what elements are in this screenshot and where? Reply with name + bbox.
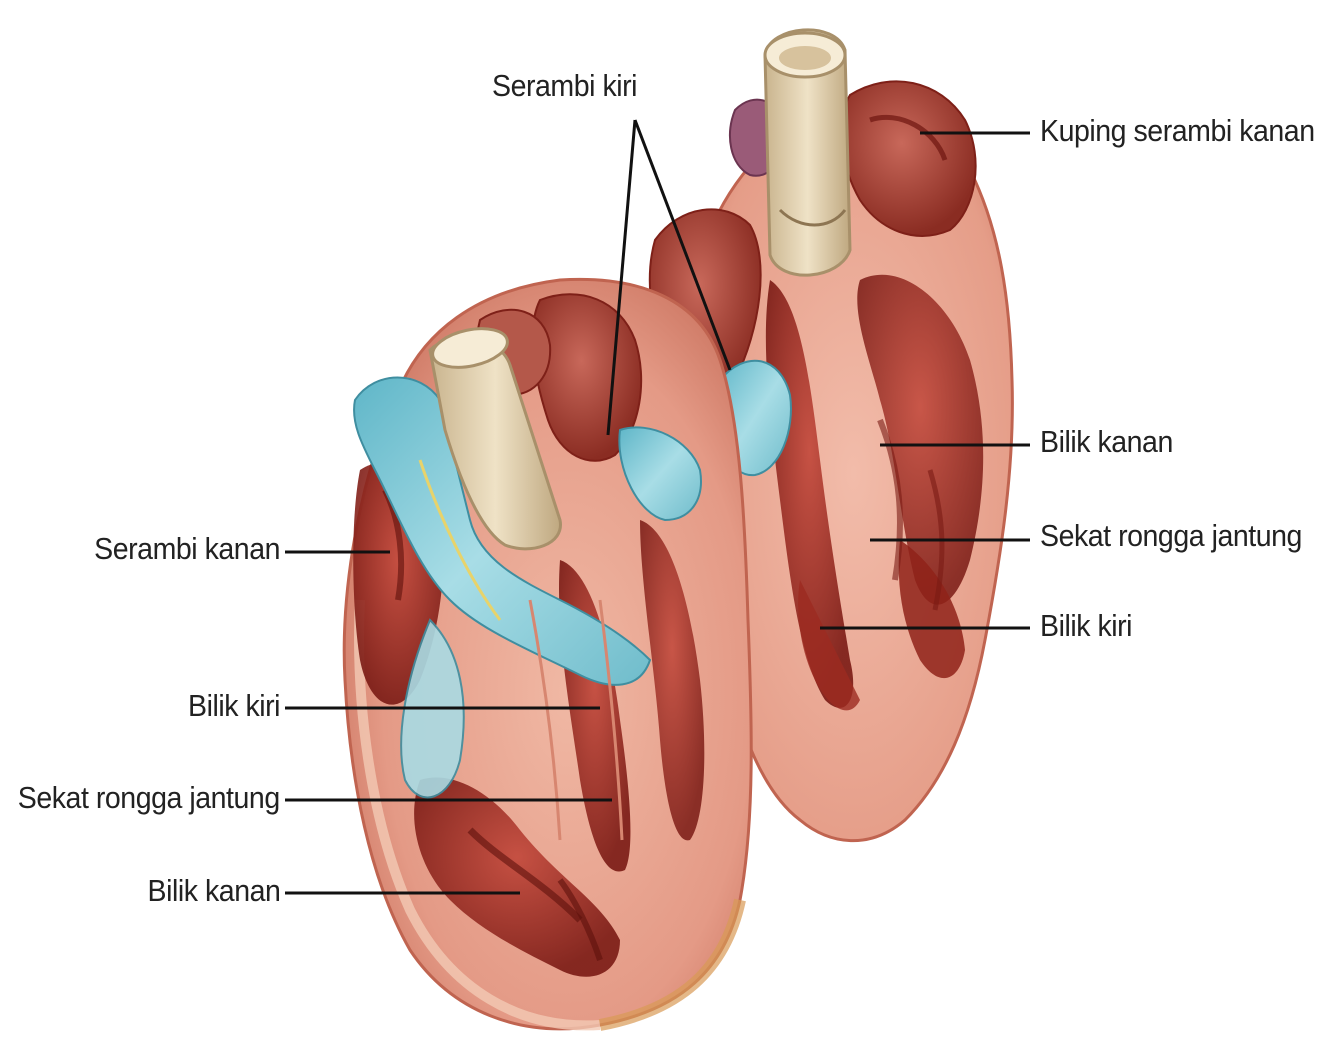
label-sekat-rongga-jantung-left: Sekat rongga jantung [18,780,280,816]
label-bilik-kanan-right: Bilik kanan [1040,424,1173,460]
left-heart-half [344,279,751,1028]
label-kuping-serambi-kanan: Kuping serambi kanan [1040,113,1315,149]
label-serambi-kanan-left: Serambi kanan [94,531,280,567]
label-bilik-kiri-right: Bilik kiri [1040,608,1132,644]
label-bilik-kanan-left: Bilik kanan [147,873,280,909]
label-bilik-kiri-left: Bilik kiri [188,688,280,724]
label-serambi-kiri-top: Serambi kiri [492,68,637,104]
label-sekat-rongga-jantung-right: Sekat rongga jantung [1040,518,1302,554]
